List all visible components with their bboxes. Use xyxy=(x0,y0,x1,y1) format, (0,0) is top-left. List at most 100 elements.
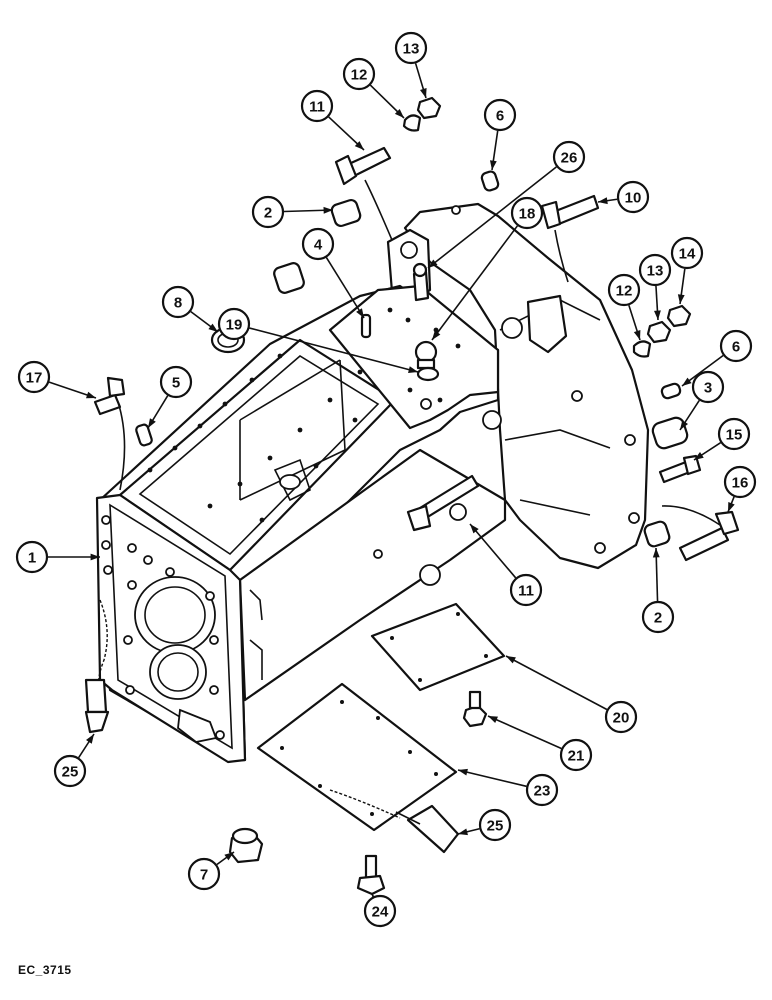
arrowhead xyxy=(489,160,497,170)
arrowhead xyxy=(694,452,704,460)
callout-circle xyxy=(552,140,586,174)
callout-number: 25 xyxy=(62,764,79,781)
callout-circle xyxy=(717,417,751,451)
bolt-26 xyxy=(412,262,430,302)
callout-circle xyxy=(483,98,517,132)
callout-circle xyxy=(616,180,650,214)
callout-circle xyxy=(15,540,49,574)
callout-23: 23 xyxy=(457,768,559,807)
callout-circle xyxy=(559,738,593,772)
bolt-15 xyxy=(658,454,702,484)
callout-8: 8 xyxy=(161,285,219,333)
arrowhead xyxy=(458,768,468,776)
callout-circle xyxy=(525,773,559,807)
callout-21: 21 xyxy=(487,715,593,772)
callout-number: 14 xyxy=(679,246,696,263)
callout-number: 13 xyxy=(647,263,664,280)
arrowhead xyxy=(408,366,418,373)
arrowhead xyxy=(654,310,661,320)
callout-24: 24 xyxy=(363,893,397,928)
leader-line xyxy=(427,166,557,269)
callout-circle xyxy=(604,700,638,734)
arrowhead xyxy=(677,294,685,304)
callout-number: 24 xyxy=(372,904,389,921)
arrowhead xyxy=(598,197,608,205)
arrowhead xyxy=(90,553,100,561)
callout-11: 11 xyxy=(469,523,543,607)
callout-12: 12 xyxy=(342,57,405,119)
arrowhead xyxy=(148,418,156,428)
callout-circle xyxy=(53,754,87,788)
callout-number: 2 xyxy=(654,610,662,627)
dowel-6-top xyxy=(480,170,500,192)
callout-number: 15 xyxy=(726,427,743,444)
callout-number: 12 xyxy=(351,67,368,84)
callout-14: 14 xyxy=(670,236,704,305)
bolt-24 xyxy=(356,854,386,896)
leader-line xyxy=(249,327,419,373)
callout-11: 11 xyxy=(300,89,365,151)
callout-circle xyxy=(723,465,757,499)
callout-16: 16 xyxy=(723,465,757,513)
callout-number: 2 xyxy=(264,205,272,222)
callout-number: 6 xyxy=(496,108,504,125)
arrowhead xyxy=(458,828,468,836)
bushing-2a xyxy=(330,198,362,228)
callout-number: 25 xyxy=(487,818,504,835)
callout-number: 23 xyxy=(534,783,551,800)
callout-number: 6 xyxy=(732,339,740,356)
callout-26: 26 xyxy=(427,140,586,269)
reference-code: EC_3715 xyxy=(18,963,72,977)
callout-5: 5 xyxy=(147,365,193,429)
callout-10: 10 xyxy=(597,180,650,214)
callout-number: 17 xyxy=(26,370,43,387)
callout-number: 4 xyxy=(314,237,323,254)
arrowhead xyxy=(420,88,427,98)
bolt-11-lower xyxy=(406,474,480,532)
callout-number: 11 xyxy=(518,583,534,600)
leader-line xyxy=(431,225,519,341)
callout-circle xyxy=(478,808,512,842)
callout-number: 12 xyxy=(616,283,633,300)
dowel-5 xyxy=(135,423,153,447)
leader-line xyxy=(325,257,365,319)
callout-13: 13 xyxy=(638,253,672,321)
dowel-6-right xyxy=(660,382,682,400)
callout-circle xyxy=(161,285,195,319)
arrowhead xyxy=(728,502,735,512)
bolt-17 xyxy=(93,376,126,491)
callout-3: 3 xyxy=(679,370,725,431)
callout-6: 6 xyxy=(681,329,753,387)
arrowhead xyxy=(86,391,96,399)
arrowhead xyxy=(208,323,218,332)
arrowhead xyxy=(633,330,641,340)
plug-18 xyxy=(414,340,438,370)
plug-7 xyxy=(228,827,264,864)
arrowhead xyxy=(428,259,438,268)
arrowhead xyxy=(86,734,94,744)
callout-number: 10 xyxy=(625,190,642,207)
callout-circle xyxy=(719,329,753,363)
leader-line xyxy=(457,769,527,788)
callout-number: 7 xyxy=(200,867,208,884)
bushing-2c xyxy=(643,520,671,548)
nut-13-top xyxy=(416,96,442,120)
callout-circle xyxy=(342,57,376,91)
arrowhead xyxy=(323,206,333,214)
callout-1: 1 xyxy=(15,540,100,574)
arrowhead xyxy=(680,420,688,430)
arrowhead xyxy=(356,308,364,318)
callout-19: 19 xyxy=(217,307,419,373)
nut-14 xyxy=(666,304,692,328)
callout-circle xyxy=(301,227,335,261)
cover-plate-20 xyxy=(370,602,506,692)
washer-19 xyxy=(416,366,440,382)
callout-number: 16 xyxy=(732,475,749,492)
callout-2: 2 xyxy=(251,195,334,229)
nut-13-right xyxy=(646,320,672,344)
callout-circle xyxy=(17,360,51,394)
callout-number: 11 xyxy=(309,99,325,116)
callout-circle xyxy=(159,365,193,399)
callout-circle xyxy=(363,894,397,928)
